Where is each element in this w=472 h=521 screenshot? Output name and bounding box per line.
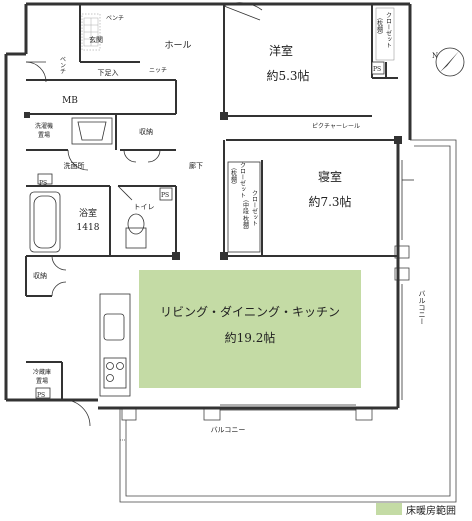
closet-top-sub: （枕棚） <box>376 14 383 38</box>
closet-bed-box <box>227 161 261 253</box>
bench-left-label: ベンチ <box>59 56 66 74</box>
storage-label-1: 収納 <box>139 127 153 136</box>
balcony-railing <box>119 139 457 503</box>
toilet-fixture <box>125 213 147 249</box>
balcony-bottom-label: バルコニー <box>211 426 246 434</box>
ps-label-3: PS <box>373 66 381 73</box>
compass-icon: N <box>432 47 465 77</box>
north-label: N <box>432 52 438 60</box>
fridge-label-2: 置場 <box>36 377 48 385</box>
washer-label-1: 洗濯機 <box>35 122 53 130</box>
bedroom-size: 約7.3帖 <box>308 194 351 209</box>
fridge-label-1: 冷蔵庫 <box>33 368 51 376</box>
closet-bed2-label: クローゼット <box>251 190 258 226</box>
interior-walls <box>25 4 398 400</box>
hall-label: ホール <box>164 40 191 51</box>
entrance-label: 玄関 <box>89 35 103 44</box>
western-room-size: 約5.3帖 <box>266 68 309 83</box>
balcony-right-label: バルコニー <box>418 290 426 325</box>
storage-label-2: 収納 <box>33 271 47 280</box>
bathtub <box>29 191 61 253</box>
closet-top-hatch <box>375 7 395 61</box>
bath-size: 1418 <box>77 223 100 233</box>
floor-heating-area <box>139 270 361 388</box>
kitchen-counter <box>99 293 131 397</box>
picture-rail-label: ピクチャーレール <box>312 123 360 130</box>
ps-label-2: PS <box>161 192 169 199</box>
ps-boxes <box>35 61 385 399</box>
ps-label-1: PS <box>39 180 47 187</box>
mb-label: MB <box>62 96 78 106</box>
windows <box>220 160 403 411</box>
shoe-storage-label: 下足入 <box>98 69 119 77</box>
entrance-grid <box>83 17 99 47</box>
western-room-name: 洋室 <box>269 43 293 58</box>
closet-bed-label: クローゼット <box>239 162 246 198</box>
ldk-name: リビング・ダイニング・キッチン <box>160 304 340 319</box>
bath-name: 浴室 <box>79 207 97 219</box>
niche-label: ニッチ <box>149 67 167 74</box>
closet-bed2-sub: （中段 枕棚） <box>242 196 249 234</box>
washer-label-2: 置場 <box>38 131 50 139</box>
bench-top-label: ベンチ <box>106 15 124 22</box>
ps-label-4: PS <box>37 392 45 399</box>
sliding-door-marks <box>223 64 263 240</box>
washbasin <box>71 117 113 145</box>
doors <box>25 2 414 427</box>
floor-heating-legend: 床暖房範囲 <box>376 502 456 517</box>
balcony-posts <box>121 245 410 421</box>
legend-swatch <box>376 503 402 515</box>
corridor-label: 廊下 <box>189 161 203 170</box>
closet-bed-sub: （枕棚） <box>230 164 237 188</box>
closet-top-label: クローゼット <box>385 12 392 48</box>
toilet-label: トイレ <box>134 203 155 211</box>
ldk-size: 約19.2帖 <box>225 330 276 345</box>
bedroom-name: 寝室 <box>318 169 342 184</box>
bench-top-hatch <box>81 13 101 51</box>
legend-label: 床暖房範囲 <box>406 505 456 517</box>
pillars <box>24 112 402 260</box>
washroom-label: 洗面所 <box>64 161 85 170</box>
